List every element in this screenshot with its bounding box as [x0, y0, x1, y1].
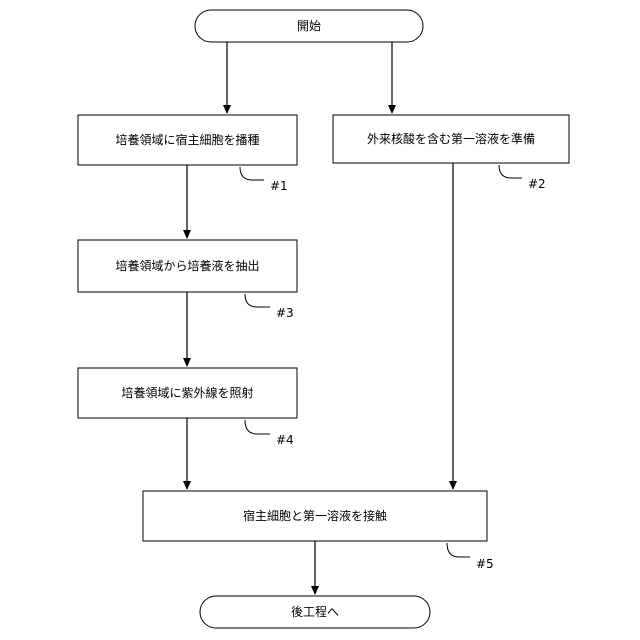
- tag-2-label: #2: [528, 177, 546, 191]
- step1-label: 培養領域に宿主細胞を播種: [115, 132, 259, 147]
- process-step-2: 外来核酸を含む第一溶液を準備: [333, 115, 569, 163]
- step2-label: 外来核酸を含む第一溶液を準備: [367, 131, 535, 146]
- step5-label: 宿主細胞と第一溶液を接触: [243, 508, 387, 523]
- step-tag-3: #3: [245, 294, 294, 320]
- end-terminal: 後工程へ: [200, 596, 430, 628]
- step-tag-2: #2: [499, 165, 546, 191]
- process-step-5: 宿主細胞と第一溶液を接触: [143, 491, 487, 541]
- start-label: 開始: [297, 19, 321, 33]
- step4-label: 培養領域に紫外線を照射: [121, 385, 253, 400]
- tag-1-label: #1: [270, 179, 288, 193]
- end-label: 後工程へ: [291, 604, 339, 619]
- tag-5-label: #5: [476, 557, 494, 571]
- tag-3-label: #3: [276, 306, 294, 320]
- step-tag-1: #1: [240, 167, 288, 193]
- process-step-4: 培養領域に紫外線を照射: [78, 368, 297, 418]
- step3-label: 培養領域から培養液を抽出: [115, 258, 259, 273]
- step-tag-5: #5: [447, 543, 494, 571]
- tag-4-label: #4: [276, 433, 294, 447]
- process-step-1: 培養領域に宿主細胞を播種: [78, 115, 297, 165]
- step-tag-4: #4: [245, 420, 294, 447]
- process-step-3: 培養領域から培養液を抽出: [78, 240, 297, 292]
- start-terminal: 開始: [195, 10, 423, 42]
